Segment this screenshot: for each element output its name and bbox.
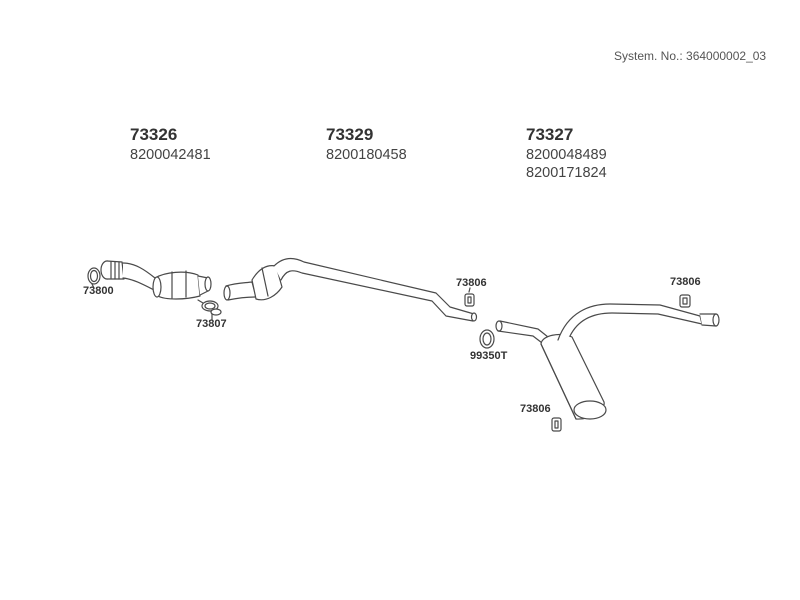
rear-muffler-assembly <box>495 303 720 420</box>
part-number-center: 73329 <box>326 125 374 144</box>
front-pipe-catalyst <box>100 260 212 300</box>
callout-73806-muffler: 73806 <box>520 403 551 415</box>
clamp-73800-icon <box>87 267 101 285</box>
hanger-73806-rear-icon <box>679 294 691 308</box>
callout-73806-rear: 73806 <box>670 276 701 288</box>
system-number: System. No.: 364000002_03 <box>614 49 767 63</box>
clamp-73807-icon <box>197 299 222 316</box>
callout-73806-center: 73806 <box>456 277 487 289</box>
clamp-99350t-icon <box>479 329 495 349</box>
part-number-front: 73326 <box>130 125 178 144</box>
oe-number-rear-2: 8200171824 <box>526 165 607 181</box>
part-number-rear: 73327 <box>526 125 574 144</box>
oe-number-rear-1: 8200048489 <box>526 147 607 163</box>
callout-99350t: 99350T <box>470 350 508 362</box>
callout-73807: 73807 <box>196 318 227 330</box>
center-pipe-resonator <box>223 257 478 322</box>
hanger-73806-center-icon <box>464 293 475 307</box>
hanger-73806-muffler-icon <box>551 417 562 432</box>
oe-number-front: 8200042481 <box>130 147 211 163</box>
oe-number-center: 8200180458 <box>326 147 407 163</box>
callout-73800: 73800 <box>83 285 114 297</box>
